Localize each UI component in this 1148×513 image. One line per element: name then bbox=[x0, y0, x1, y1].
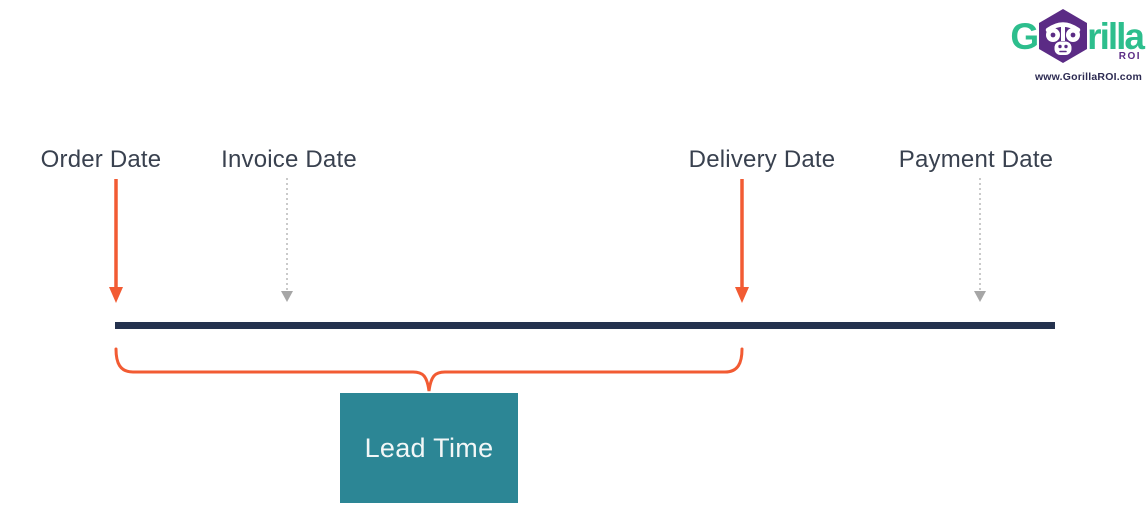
lead-time-box: Lead Time bbox=[340, 393, 518, 503]
gorilla-roi-logo: G rilla ROI www.GorillaROI.com bbox=[993, 8, 1145, 83]
gorilla-roi-wordmark: G rilla bbox=[993, 8, 1145, 64]
timeline-bar bbox=[115, 322, 1055, 329]
invoice-date-arrow-icon bbox=[281, 178, 293, 302]
logo-letters-rilla: rilla bbox=[1087, 15, 1145, 57]
milestone-label-order-date: Order Date bbox=[40, 146, 162, 173]
gorilla-face-hexagon-icon bbox=[1039, 9, 1088, 63]
milestone-label-invoice-date: Invoice Date bbox=[221, 146, 357, 173]
payment-date-arrow-icon bbox=[974, 178, 986, 302]
delivery-date-arrow-icon bbox=[735, 179, 749, 303]
order-date-arrow-icon bbox=[109, 179, 123, 303]
lead-time-label: Lead Time bbox=[364, 432, 494, 463]
logo-roi-text: ROI bbox=[1118, 51, 1141, 62]
logo-letter-g: G bbox=[1010, 15, 1039, 57]
logo-website-text: www.GorillaROI.com bbox=[1034, 71, 1142, 83]
milestone-label-payment-date: Payment Date bbox=[898, 146, 1054, 173]
milestone-label-delivery-date: Delivery Date bbox=[688, 146, 836, 173]
lead-time-brace bbox=[114, 347, 744, 392]
